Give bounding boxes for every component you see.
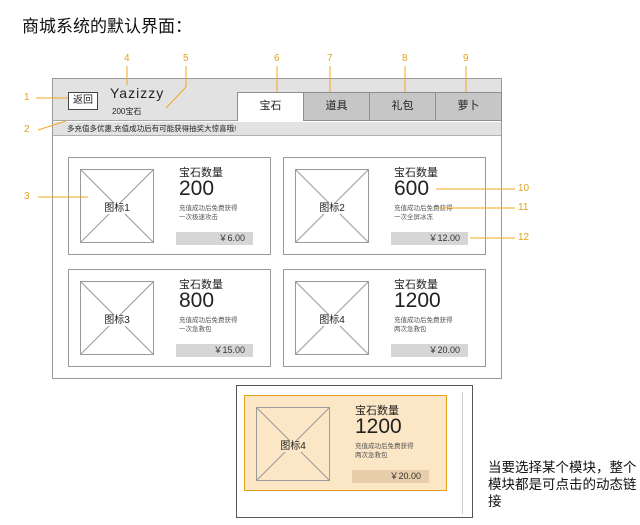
price-tag: ￥12.00: [391, 232, 468, 245]
gem-quantity: 600: [394, 177, 430, 200]
product-card[interactable]: 图标2 宝石数量 600 充值成功后免费获得一次全屏冰冻 ￥12.00: [283, 157, 486, 255]
tab-bar: 宝石 道具 礼包 萝卜: [237, 92, 502, 121]
tab-gift-packs[interactable]: 礼包: [369, 92, 435, 121]
gem-quantity: 800: [179, 289, 215, 312]
card-title: 宝石数量: [394, 167, 438, 179]
username: Yazizzy: [110, 85, 165, 101]
back-button[interactable]: 返回: [68, 92, 98, 110]
promo-banner: 多充值多优惠,充值成功后有可能获得抽奖大惊喜哦!: [53, 122, 501, 136]
gem-quantity: 1200: [394, 289, 441, 312]
card-description: 充值成功后免费获得一次全屏冰冻: [394, 204, 484, 222]
product-card[interactable]: 图标4 宝石数量 1200 充值成功后免费获得两次急救包 ￥20.00: [283, 269, 486, 367]
annotation-number: 9: [463, 53, 469, 64]
shop-frame: 返回 Yazizzy 200宝石 宝石 道具 礼包 萝卜 多充值多优惠,充值成功…: [52, 78, 502, 379]
icon-label: 图标4: [279, 441, 307, 452]
icon-label: 图标4: [318, 315, 346, 326]
product-icon-placeholder: 图标1: [80, 169, 154, 243]
card-description: 充值成功后免费获得一次极速攻击: [179, 204, 269, 222]
annotation-number: 6: [274, 53, 280, 64]
divider: [462, 392, 463, 514]
product-card[interactable]: 图标1 宝石数量 200 充值成功后免费获得一次极速攻击 ￥6.00: [68, 157, 271, 255]
tab-props[interactable]: 道具: [303, 92, 369, 121]
desc-line: 两次急救包: [355, 452, 388, 459]
annotation-number: 1: [24, 92, 30, 103]
card-title: 宝石数量: [179, 279, 223, 291]
annotation-number: 7: [327, 53, 333, 64]
annotation-number: 10: [518, 183, 530, 194]
product-icon-placeholder: 图标4: [295, 281, 369, 355]
desc-line: 一次极速攻击: [179, 214, 218, 221]
icon-label: 图标1: [103, 203, 131, 214]
desc-line: 充值成功后免费获得: [355, 443, 414, 450]
price-tag: ￥15.00: [176, 344, 253, 357]
price-tag: ￥20.00: [391, 344, 468, 357]
annotation-number: 11: [518, 202, 529, 213]
page-title: 商城系统的默认界面：: [22, 17, 192, 37]
desc-line: 两次急救包: [394, 326, 427, 333]
annotation-number: 4: [124, 53, 130, 64]
price-tag: ￥20.00: [352, 470, 429, 483]
icon-label: 图标3: [103, 315, 131, 326]
gem-quantity: 200: [179, 177, 215, 200]
card-description: 充值成功后免费获得两次急救包: [355, 442, 445, 460]
tab-carrots[interactable]: 萝卜: [435, 92, 502, 121]
card-title: 宝石数量: [394, 279, 438, 291]
annotation-number: 12: [518, 232, 530, 243]
card-title: 宝石数量: [179, 167, 223, 179]
card-description: 充值成功后免费获得两次急救包: [394, 316, 484, 334]
product-icon-placeholder: 图标2: [295, 169, 369, 243]
product-card[interactable]: 图标3 宝石数量 800 充值成功后免费获得一次急救包 ￥15.00: [68, 269, 271, 367]
desc-line: 一次急救包: [179, 326, 212, 333]
desc-line: 充值成功后免费获得: [394, 205, 453, 212]
icon-label: 图标2: [318, 203, 346, 214]
selected-product-card[interactable]: 图标4 宝石数量 1200 充值成功后免费获得两次急救包 ￥20.00: [244, 395, 447, 491]
desc-line: 充值成功后免费获得: [179, 317, 238, 324]
annotation-number: 2: [24, 124, 30, 135]
price-tag: ￥6.00: [176, 232, 253, 245]
desc-line: 一次全屏冰冻: [394, 214, 433, 221]
product-icon-placeholder: 图标3: [80, 281, 154, 355]
annotation-number: 5: [183, 53, 189, 64]
side-note: 当要选择某个模块，整个模块都是可点击的动态链接: [488, 460, 637, 509]
tab-gems[interactable]: 宝石: [237, 92, 303, 121]
gem-quantity: 1200: [355, 415, 402, 438]
annotation-number: 3: [24, 191, 30, 202]
gem-balance: 200宝石: [112, 107, 142, 116]
annotation-number: 8: [402, 53, 408, 64]
desc-line: 充值成功后免费获得: [179, 205, 238, 212]
card-title: 宝石数量: [355, 405, 399, 417]
desc-line: 充值成功后免费获得: [394, 317, 453, 324]
card-description: 充值成功后免费获得一次急救包: [179, 316, 269, 334]
product-icon-placeholder: 图标4: [256, 407, 330, 481]
shop-header: 返回 Yazizzy 200宝石 宝石 道具 礼包 萝卜: [53, 79, 502, 121]
